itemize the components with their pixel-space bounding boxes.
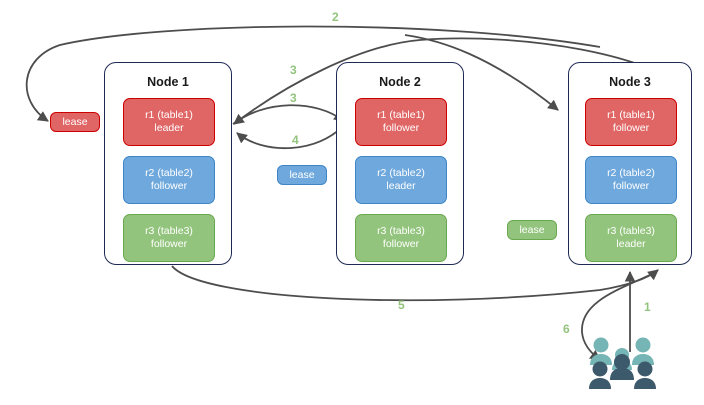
replica-node3-r2[interactable]: r2 (table2) follower [585, 156, 677, 204]
node-container-node3[interactable]: Node 3 r1 (table1) follower r2 (table2) … [568, 62, 692, 265]
replica-name: r1 (table1) [145, 109, 193, 121]
replica-role: leader [616, 238, 646, 250]
step-label-3-lower: 3 [290, 91, 297, 105]
replica-name: r1 (table1) [607, 109, 655, 121]
step-label-2: 2 [332, 10, 339, 24]
node-title-node1: Node 1 [147, 75, 189, 89]
replica-node1-r2[interactable]: r2 (table2) follower [123, 156, 215, 204]
step-label-3-upper: 3 [290, 63, 297, 77]
replica-node1-r1[interactable]: r1 (table1) leader [123, 98, 215, 146]
replica-node1-r3[interactable]: r3 (table3) follower [123, 214, 215, 262]
edge-5-node1-to-node3 [171, 265, 659, 302]
step-label-5: 5 [398, 298, 405, 312]
node-container-node2[interactable]: Node 2 r1 (table1) follower r2 (table2) … [336, 62, 464, 265]
replica-role: follower [612, 180, 650, 192]
users-group-icon [589, 337, 656, 389]
replica-role: leader [386, 180, 416, 192]
edge-3-node1-to-node2 [232, 104, 345, 125]
lease-label: lease [289, 169, 315, 181]
replica-role: follower [382, 122, 420, 134]
replica-role: leader [154, 122, 184, 134]
replica-role: follower [382, 238, 420, 250]
replica-role: follower [150, 238, 188, 250]
replica-name: r2 (table2) [145, 167, 193, 179]
replica-name: r3 (table3) [377, 225, 425, 237]
replica-node3-r3[interactable]: r3 (table3) leader [585, 214, 677, 262]
step-label-4: 4 [292, 133, 299, 147]
replica-node3-r1[interactable]: r1 (table1) follower [585, 98, 677, 146]
lease-label: lease [519, 224, 545, 236]
node-container-node1[interactable]: Node 1 r1 (table1) leader r2 (table2) fo… [104, 62, 232, 265]
replica-node2-r2[interactable]: r2 (table2) leader [355, 156, 447, 204]
replica-node2-r3[interactable]: r3 (table3) follower [355, 214, 447, 262]
edge-4-node2-to-node1 [236, 123, 346, 149]
replica-node2-r1[interactable]: r1 (table1) follower [355, 98, 447, 146]
replica-name: r3 (table3) [145, 225, 193, 237]
lease-badge-table2[interactable]: lease [277, 165, 327, 185]
replica-role: follower [150, 180, 188, 192]
replica-name: r2 (table2) [607, 167, 655, 179]
replica-name: r1 (table1) [377, 109, 425, 121]
node-title-node2: Node 2 [379, 75, 421, 89]
node-title-node3: Node 3 [609, 75, 651, 89]
lease-badge-table3[interactable]: lease [507, 220, 557, 240]
step-label-6: 6 [563, 322, 570, 336]
lease-label: lease [62, 116, 88, 128]
lease-badge-table1[interactable]: lease [50, 112, 100, 132]
replica-name: r2 (table2) [377, 167, 425, 179]
replica-role: follower [612, 122, 650, 134]
step-label-1: 1 [644, 300, 651, 314]
replica-name: r3 (table3) [607, 225, 655, 237]
